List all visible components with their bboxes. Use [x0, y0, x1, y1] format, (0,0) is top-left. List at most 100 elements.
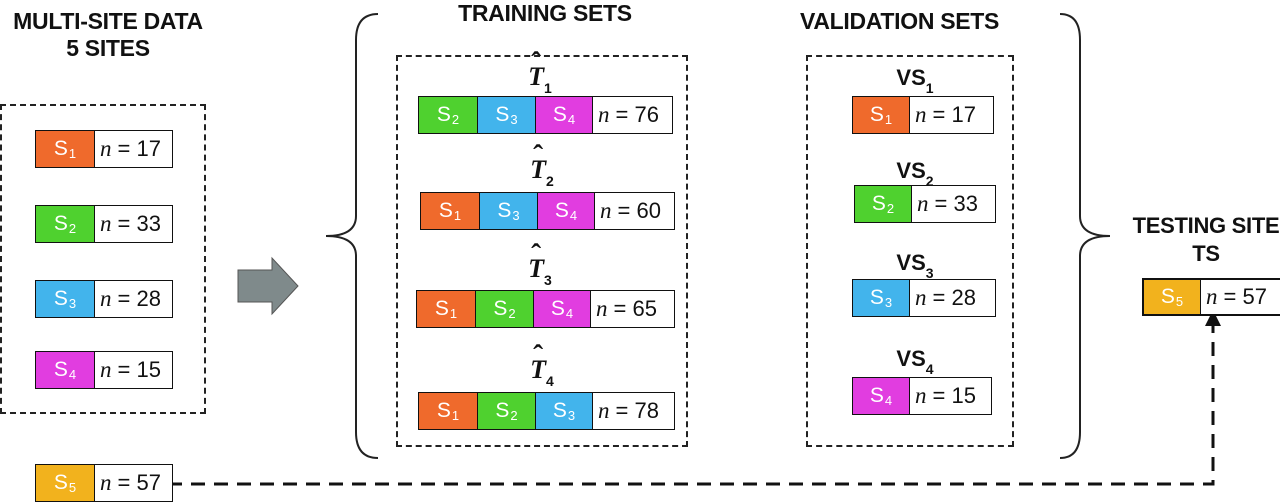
site-label: S [53, 358, 68, 381]
n-label: n [915, 383, 927, 408]
testing-heading-line1: TESTING SITE [1132, 213, 1280, 238]
n-label: n [100, 470, 112, 495]
validation-count-2: n= 33 [912, 186, 995, 222]
member-sub: 4 [569, 207, 578, 223]
title-base: VS [896, 250, 926, 275]
n-label: n [100, 357, 112, 382]
multisite-group-box [0, 104, 206, 414]
arrowhead-up-icon [1205, 310, 1221, 326]
title-base: VS [896, 346, 926, 371]
count-value: = 57 [117, 470, 161, 495]
site-sub: 5 [1175, 293, 1184, 309]
validation-count-4: n= 15 [910, 378, 991, 414]
member-sub: 1 [884, 111, 893, 127]
training-count-4: n= 78 [593, 393, 674, 429]
count-value: = 15 [117, 357, 161, 382]
validation-count-3: n= 28 [910, 280, 995, 316]
title-sub: 2 [925, 173, 934, 190]
site-sub: 5 [68, 479, 77, 495]
site-label: S [1160, 285, 1175, 308]
training-heading: TRAINING SETS [458, 0, 632, 26]
multisite-heading-line1: MULTI-SITE DATA [13, 8, 203, 34]
title-base: VS [896, 65, 926, 90]
title-sub: 1 [925, 80, 934, 97]
member-sub: 1 [453, 207, 462, 223]
member-sub: 3 [510, 111, 518, 127]
count-value: = 76 [615, 102, 659, 127]
n-label: n [100, 286, 112, 311]
n-label: n [915, 102, 927, 127]
count-value: = 15 [932, 383, 976, 408]
count-value: = 33 [934, 191, 978, 216]
member-sub: 1 [449, 305, 458, 321]
member-sub: 1 [451, 407, 460, 423]
validation-group-box [806, 55, 1014, 447]
member-sub: 2 [508, 305, 516, 321]
member-sub: 3 [567, 407, 576, 423]
site-sub: 1 [68, 145, 77, 161]
training-count-1: n= 76 [593, 97, 672, 133]
training-group-box [396, 55, 688, 447]
title-sub: 3 [925, 265, 934, 282]
validation-set-title-4: VS4 [880, 346, 950, 377]
member-sub: 4 [567, 111, 576, 127]
held-out-site-count: n= 57 [95, 465, 172, 501]
testing-heading: TESTING SITE TS [1132, 212, 1280, 268]
count-value: = 28 [932, 285, 976, 310]
validation-set-title-1: VS1 [880, 65, 950, 97]
dashed-path-to-testing [168, 325, 1215, 486]
hat-accent-icon: ˆ [531, 238, 542, 271]
site-sub: 4 [68, 366, 77, 382]
count-value: = 78 [615, 398, 659, 423]
n-label: n [100, 211, 112, 236]
right-brace-icon [1059, 13, 1111, 459]
n-label: n [598, 102, 610, 127]
hat-accent-icon: ˆ [531, 46, 542, 79]
n-label: n [598, 398, 610, 423]
multisite-heading: MULTI-SITE DATA 5 SITES [0, 8, 216, 62]
member-sub: 3 [512, 207, 520, 223]
count-value: = 57 [1223, 284, 1267, 309]
left-brace-icon [325, 13, 379, 459]
member-sub: 2 [510, 407, 518, 423]
count-value: = 17 [932, 102, 976, 127]
title-base: VS [896, 158, 926, 183]
site-label: S [53, 471, 68, 494]
site-sub: 2 [68, 220, 77, 236]
validation-set-title-3: VS3 [880, 250, 950, 282]
member-sub: 3 [884, 294, 893, 310]
site-label: S [53, 287, 68, 310]
n-label: n [600, 198, 612, 223]
title-sub: 2 [546, 173, 554, 190]
